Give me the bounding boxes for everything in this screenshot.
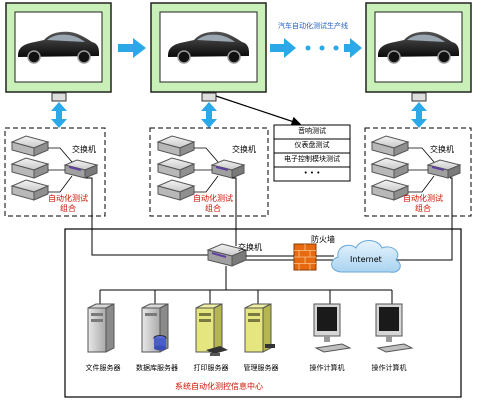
server-label: 管理服务器 bbox=[243, 364, 279, 372]
switch-label: 交换机 bbox=[232, 145, 256, 154]
test-device-icon bbox=[370, 179, 410, 201]
file-server-icon bbox=[87, 303, 115, 353]
operator-computer-icon bbox=[313, 303, 352, 353]
test-item: • • • bbox=[303, 169, 321, 177]
operator-computer-icon bbox=[375, 303, 414, 353]
group-label: 自动化测试组合 bbox=[48, 194, 88, 213]
car-icon bbox=[18, 31, 99, 64]
test-device-icon bbox=[156, 179, 196, 201]
computer-label: 操作计算机 bbox=[371, 364, 407, 372]
connector-icon bbox=[411, 92, 427, 102]
test-item: 电子控制模块测试 bbox=[284, 155, 340, 163]
test-device-icon bbox=[10, 179, 50, 201]
flow-arrow-icon bbox=[118, 38, 146, 58]
center-label: 系统自动化测控信息中心 bbox=[175, 382, 263, 391]
test-item: 仪表盘测试 bbox=[294, 141, 330, 149]
flow-arrow-icon bbox=[344, 38, 362, 58]
test-device-icon bbox=[10, 135, 50, 157]
computer-label: 操作计算机 bbox=[309, 364, 345, 372]
firewall-icon bbox=[293, 243, 317, 271]
connector-icon bbox=[201, 92, 217, 102]
switch-icon bbox=[210, 159, 246, 179]
switch-icon bbox=[63, 159, 99, 179]
internet-cloud-icon bbox=[331, 240, 401, 273]
car-icon bbox=[168, 31, 249, 64]
print-server-icon bbox=[195, 303, 228, 356]
database-server-icon bbox=[141, 303, 169, 353]
switch-label: 交换机 bbox=[72, 145, 96, 154]
test-combination-box bbox=[149, 127, 269, 217]
car-icon bbox=[378, 31, 459, 64]
test-device-icon bbox=[370, 135, 410, 157]
core-links bbox=[99, 255, 393, 304]
flow-arrow-icon bbox=[270, 38, 296, 58]
test-device-icon bbox=[370, 157, 410, 179]
internet-label: Internet bbox=[350, 255, 382, 264]
group-label: 自动化测试组合 bbox=[193, 194, 233, 213]
test-combination-box bbox=[364, 127, 472, 217]
test-device-icon bbox=[156, 135, 196, 157]
core-switch-icon bbox=[206, 243, 248, 267]
server-label: 数据库服务器 bbox=[136, 364, 178, 372]
information-center-box bbox=[64, 228, 462, 398]
test-item-list bbox=[273, 124, 351, 182]
group-label: 自动化测试组合 bbox=[403, 194, 443, 213]
test-device-icon bbox=[156, 157, 196, 179]
test-list-arrow bbox=[215, 95, 302, 126]
device-links bbox=[194, 147, 219, 193]
server-label: 文件服务器 bbox=[85, 364, 121, 372]
server-label: 打印服务器 bbox=[193, 364, 229, 372]
core-switch-label: 交换机 bbox=[238, 243, 262, 252]
double-arrow-icon bbox=[51, 102, 427, 128]
device-links bbox=[48, 147, 73, 193]
ellipsis-dots bbox=[305, 45, 339, 51]
production-line-label: 汽车自动化测试生产线 bbox=[278, 22, 348, 30]
management-server-icon bbox=[244, 303, 275, 353]
device-links bbox=[408, 147, 435, 193]
test-item: 音响测试 bbox=[298, 127, 326, 135]
test-combination-box bbox=[4, 127, 106, 217]
test-device-icon bbox=[10, 157, 50, 179]
firewall-label: 防火墙 bbox=[311, 235, 335, 244]
connector-icon bbox=[51, 92, 67, 102]
switch-label: 交换机 bbox=[430, 145, 454, 154]
switch-icon bbox=[426, 159, 462, 179]
